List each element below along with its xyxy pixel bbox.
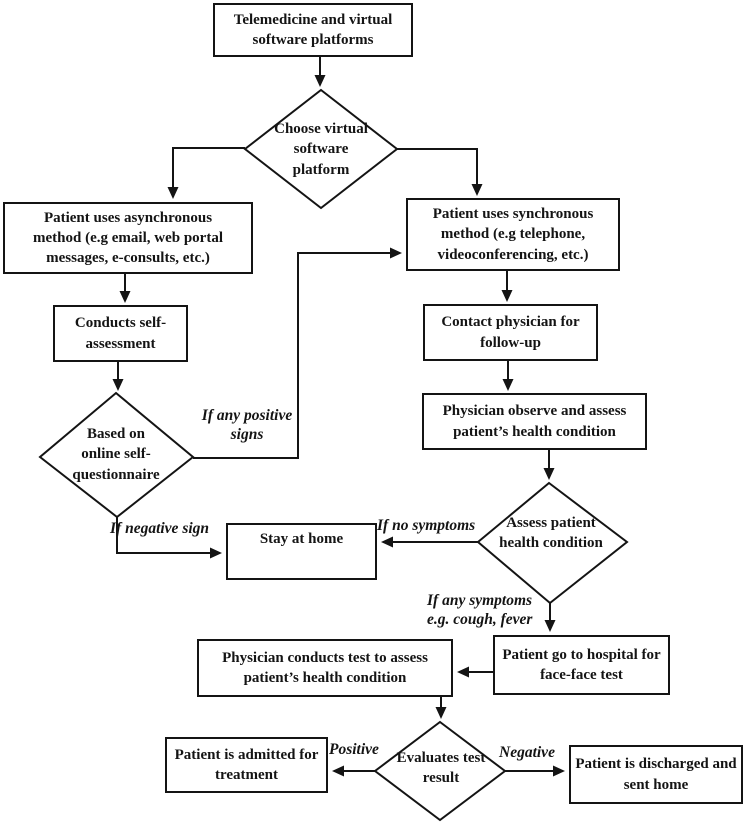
edge-label-positive: Positive — [329, 741, 379, 758]
node-asynchronous-method: Patient uses asynchronous method (e.g em… — [3, 202, 253, 274]
node-physician-observe: Physician observe and assess patient’s h… — [422, 393, 647, 450]
node-contact-physician: Contact physician for follow-up — [423, 304, 598, 361]
decision-assess-health-label: Assess patient health condition — [499, 515, 603, 552]
decision-evaluate-result-label: Evaluates test result — [396, 750, 486, 787]
arrow-choose-to-sync — [397, 148, 483, 196]
node-physician-conducts-test: Physician conducts test to assess patien… — [197, 639, 453, 697]
edge-label-positive-signs: If any positive signs — [201, 407, 293, 443]
arrow-questionnaire-to-sync — [193, 247, 402, 459]
node-stay-at-home: Stay at home — [226, 523, 377, 580]
decision-online-questionnaire-shape — [38, 391, 195, 519]
decision-assess-health-shape — [476, 481, 629, 605]
node-go-to-hospital: Patient go to hospital for face-face tes… — [493, 635, 670, 695]
decision-evaluate-result-shape — [373, 720, 507, 822]
decision-choose-platform-label: Choose virtual software platform — [274, 121, 368, 178]
node-synchronous-method: Patient uses synchronous method (e.g tel… — [406, 198, 620, 271]
arrow-questionnaire-to-stay-home — [116, 517, 222, 559]
node-admitted-for-treatment: Patient is admitted for treatment — [165, 737, 328, 793]
arrow-choose-to-async — [167, 147, 245, 199]
node-conducts-self-assessment: Conducts self-assessment — [53, 305, 188, 362]
decision-choose-platform-shape — [243, 88, 399, 210]
node-telemedicine-platforms: Telemedicine and virtual software platfo… — [213, 3, 413, 57]
edge-label-negative: Negative — [499, 744, 555, 761]
node-discharged-sent-home: Patient is discharged and sent home — [569, 745, 743, 804]
edge-label-no-symptoms: If no symptoms — [377, 517, 476, 534]
decision-online-questionnaire-label: Based on online self-questionnaire — [72, 426, 160, 483]
edge-label-any-symptoms: If any symptoms e.g. cough, fever — [427, 592, 533, 628]
edge-label-negative-sign: If negative sign — [110, 520, 210, 537]
